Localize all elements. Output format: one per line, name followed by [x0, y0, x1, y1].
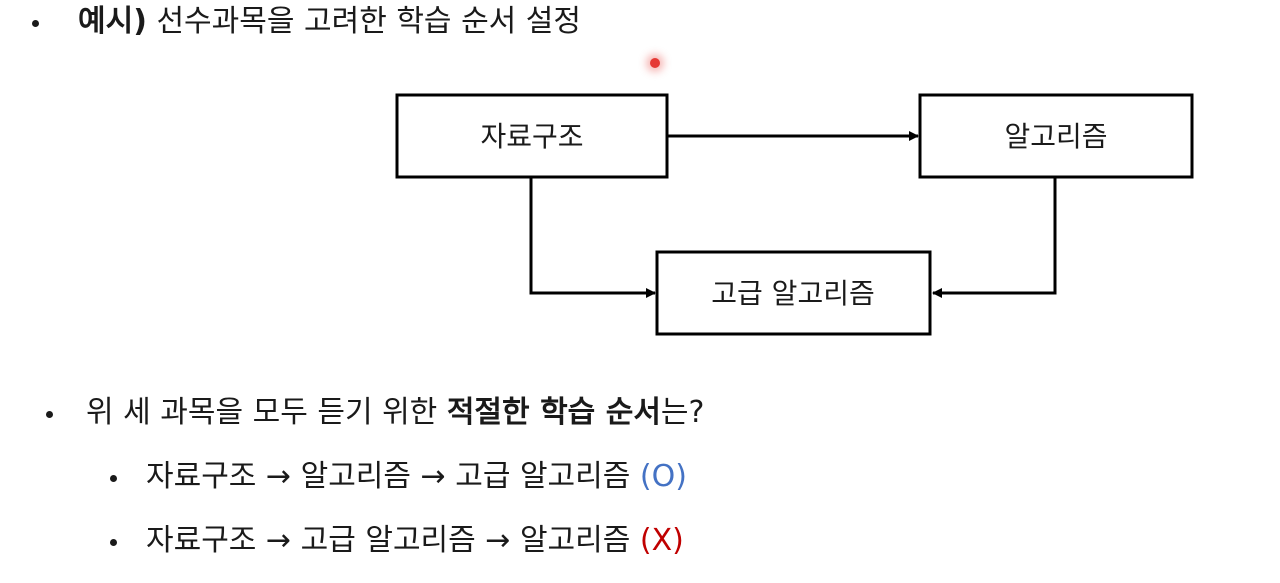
pointer-dot-icon	[650, 58, 660, 68]
edge-algorithms-to-advanced	[932, 178, 1057, 298]
answer-item: 자료구조 → 알고리즘 → 고급 알고리즘 (O)	[110, 457, 687, 497]
edge-data-structures-to-advanced	[529, 178, 656, 298]
question-line: 위 세 과목을 모두 듣기 위한 적절한 학습 순서는?	[46, 393, 705, 433]
intro-line: 예시) 선수과목을 고려한 학습 순서 설정	[32, 2, 582, 42]
answer-item: 자료구조 → 고급 알고리즘 → 알고리즘 (X)	[110, 521, 684, 561]
answer-text: 자료구조 → 알고리즘 → 고급 알고리즘	[146, 459, 640, 494]
intro-text: 선수과목을 고려한 학습 순서 설정	[146, 4, 582, 39]
node-algorithms-label: 알고리즘	[1004, 120, 1107, 153]
question-post: 는?	[660, 395, 705, 430]
answer-mark-correct: (O)	[639, 459, 687, 494]
question-emphasis: 적절한 학습 순서	[446, 395, 661, 430]
node-algorithms: 알고리즘	[918, 93, 1194, 179]
node-data-structures: 자료구조	[395, 93, 669, 179]
intro-label: 예시)	[78, 4, 147, 39]
node-advanced-algorithms-label: 고급 알고리즘	[711, 277, 874, 310]
bullet-icon	[110, 539, 117, 546]
answer-text: 자료구조 → 고급 알고리즘 → 알고리즘	[146, 523, 640, 558]
answer-mark-wrong: (X)	[639, 523, 684, 558]
node-advanced-algorithms: 고급 알고리즘	[655, 250, 932, 336]
bullet-icon	[110, 475, 117, 482]
question-pre: 위 세 과목을 모두 듣기 위한	[86, 395, 447, 430]
node-data-structures-label: 자료구조	[480, 120, 583, 153]
bullet-icon	[32, 20, 39, 27]
bullet-icon	[46, 411, 53, 418]
